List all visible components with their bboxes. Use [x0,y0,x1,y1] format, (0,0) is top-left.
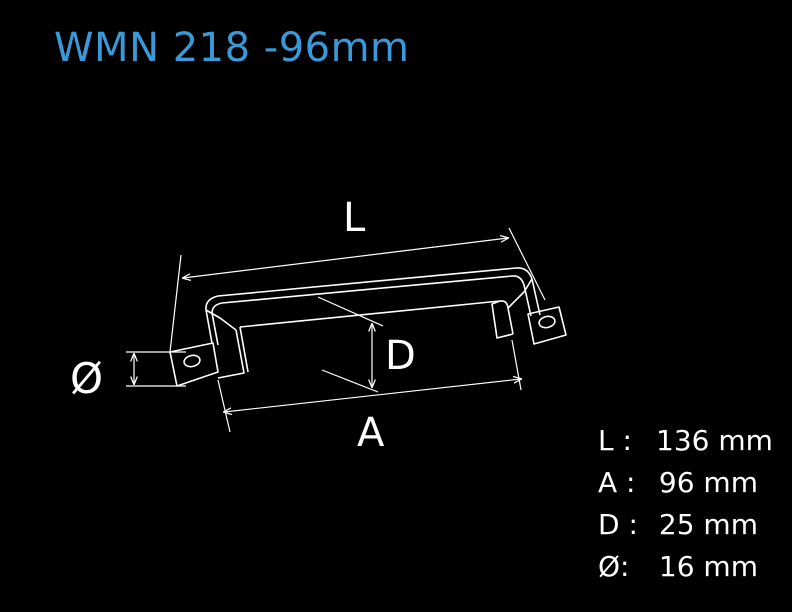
handle-outline [169,267,567,387]
spec-key: L : [598,423,632,457]
spec-value: 96 mm [658,465,758,499]
spec-key: A : [598,465,636,499]
spec-key: D : [598,507,638,541]
dimension-label-d: D [385,333,416,379]
spec-value: 16 mm [658,549,758,583]
spec-value: 25 mm [658,507,758,541]
dimension-label-l: L [343,195,366,241]
dimension-lines [126,227,546,433]
product-title: WMN 218 -96mm [54,25,410,71]
dimension-label-diameter: Ø [70,354,104,403]
spec-row-center-distance: A : 96 mm [598,461,758,503]
spec-value: 136 mm [656,423,773,457]
dimension-label-a: A [357,410,385,456]
spec-row-length: L : 136 mm [598,419,773,461]
spec-row-depth: D : 25 mm [598,503,758,545]
spec-key: Ø: [598,549,630,583]
spec-row-diameter: Ø: 16 mm [598,545,758,587]
specification-list: L : 136 mm A : 96 mm D : 25 mm Ø: 16 mm [598,419,773,587]
